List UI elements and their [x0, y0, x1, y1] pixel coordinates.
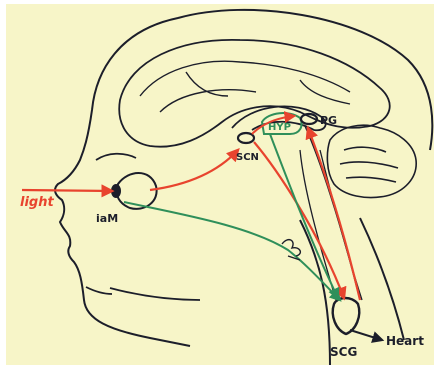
label-hyp: HYP — [268, 122, 291, 133]
light-arrow — [22, 190, 112, 191]
label-pg: PG — [320, 114, 337, 127]
label-scn: SCN — [236, 152, 259, 163]
label-scg: SCG — [330, 345, 357, 359]
paper-background — [6, 4, 434, 365]
iam-marker — [111, 184, 121, 198]
label-light: light — [20, 195, 54, 210]
label-heart: Heart — [386, 334, 424, 348]
label-iam: iaM — [96, 212, 118, 225]
